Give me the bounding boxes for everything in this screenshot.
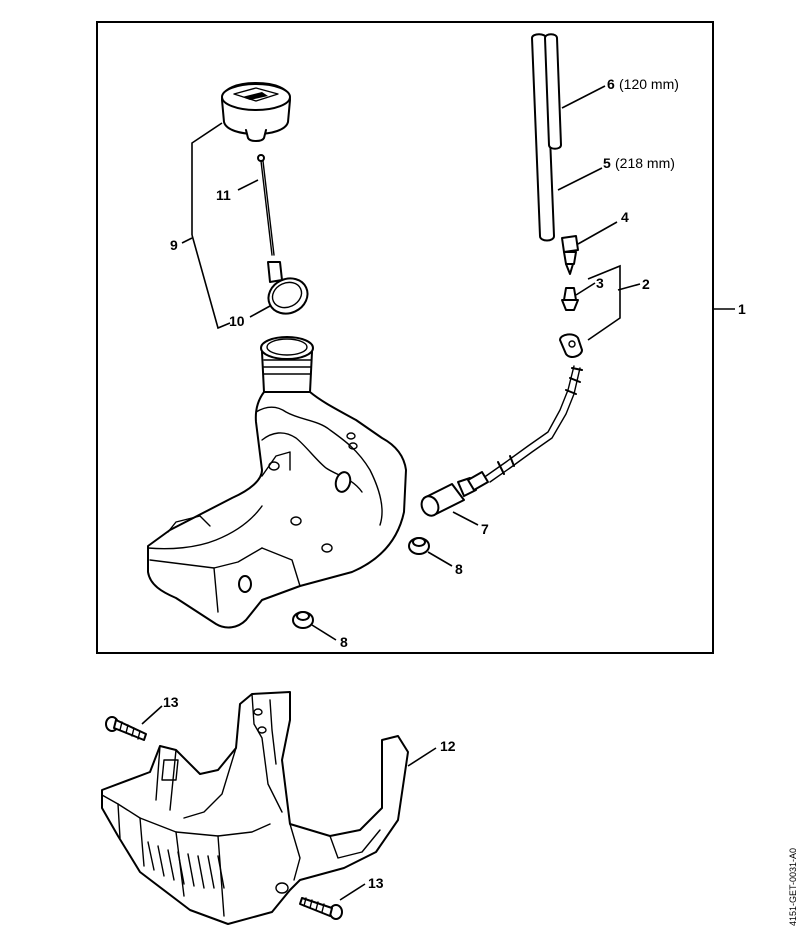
label-part-10: 10 [229, 313, 245, 329]
hose-120-drawing [544, 33, 562, 150]
assembly-frame [96, 21, 714, 654]
retaining-cord-drawing [257, 154, 275, 256]
document-code: 4151-GET-0031-A0 [788, 848, 798, 926]
label-part-12: 12 [440, 738, 456, 754]
label-part-13-upper: 13 [163, 694, 179, 710]
label-part-4: 4 [621, 209, 629, 225]
fuel-cap-drawing [221, 82, 291, 142]
group-bracket-9 [191, 122, 231, 330]
label-part-7: 7 [481, 521, 489, 537]
label-part-11: 11 [216, 187, 231, 203]
housing-vents [147, 841, 225, 889]
screw-lower-drawing [299, 897, 343, 920]
leader-lines [141, 85, 735, 901]
fuel-hose-drawing [485, 333, 583, 483]
fitting-drawing [561, 287, 579, 311]
pickup-body-drawing [420, 471, 489, 517]
grommet-upper-drawing [408, 537, 430, 555]
label-part-5-length: (218 mm) [615, 155, 675, 171]
label-part-6: 6 [607, 76, 615, 92]
label-part-8-upper: 8 [455, 561, 463, 577]
valve-drawing [561, 235, 579, 275]
ring-drawing [267, 261, 309, 315]
label-part-9: 9 [170, 237, 178, 253]
housing-drawing [101, 691, 409, 925]
label-part-13-lower: 13 [368, 875, 384, 891]
screw-upper-drawing [105, 716, 147, 741]
grommet-lower-drawing [292, 611, 314, 629]
group-bracket-2 [587, 264, 621, 341]
label-part-3: 3 [596, 275, 604, 291]
label-part-2: 2 [642, 276, 650, 292]
label-part-5: 5 [603, 155, 611, 171]
label-part-8-lower: 8 [340, 634, 348, 650]
fuel-tank-drawing [147, 336, 407, 629]
label-part-6-length: (120 mm) [619, 76, 679, 92]
label-part-1: 1 [738, 301, 746, 317]
hose-218-drawing [531, 33, 555, 242]
